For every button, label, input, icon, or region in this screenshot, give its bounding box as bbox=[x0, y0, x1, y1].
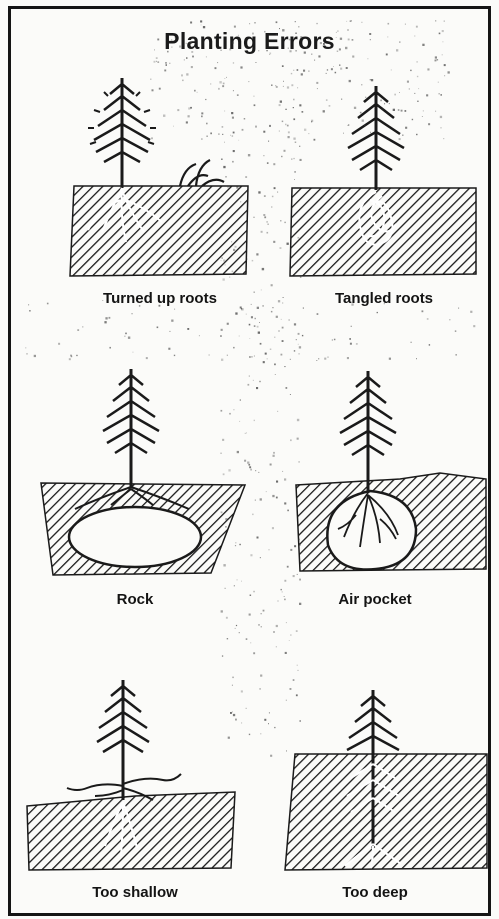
turned-up-roots-illustration bbox=[60, 60, 260, 280]
tree bbox=[88, 78, 156, 188]
tree bbox=[348, 86, 404, 190]
tree bbox=[340, 371, 396, 493]
air-pocket-illustration bbox=[290, 355, 490, 585]
panel-too-deep: Too deep bbox=[275, 668, 490, 903]
tree bbox=[97, 680, 149, 800]
caption-rock: Rock bbox=[55, 591, 215, 608]
tree bbox=[103, 369, 159, 487]
caption-tangled-roots: Tangled roots bbox=[294, 290, 474, 307]
figure-title: Planting Errors bbox=[0, 28, 499, 55]
panel-rock: Rock bbox=[35, 355, 255, 615]
too-deep-illustration bbox=[275, 668, 490, 878]
soil bbox=[27, 792, 235, 870]
panel-tangled-roots: Tangled roots bbox=[280, 60, 480, 280]
turned-up-root-tips bbox=[180, 160, 224, 186]
caption-too-shallow: Too shallow bbox=[55, 884, 215, 901]
rock bbox=[69, 507, 201, 567]
panel-air-pocket: Air pocket bbox=[290, 355, 490, 615]
rock-illustration bbox=[35, 355, 255, 585]
tangled-roots-illustration bbox=[280, 60, 480, 280]
caption-too-deep: Too deep bbox=[295, 884, 455, 901]
too-shallow-illustration bbox=[25, 668, 245, 878]
caption-air-pocket: Air pocket bbox=[290, 591, 460, 608]
panel-turned-up-roots: Turned up roots bbox=[60, 60, 260, 280]
caption-turned-up-roots: Turned up roots bbox=[70, 290, 250, 307]
panel-too-shallow: Too shallow bbox=[25, 668, 245, 903]
soil bbox=[70, 186, 248, 276]
soil bbox=[290, 188, 476, 276]
